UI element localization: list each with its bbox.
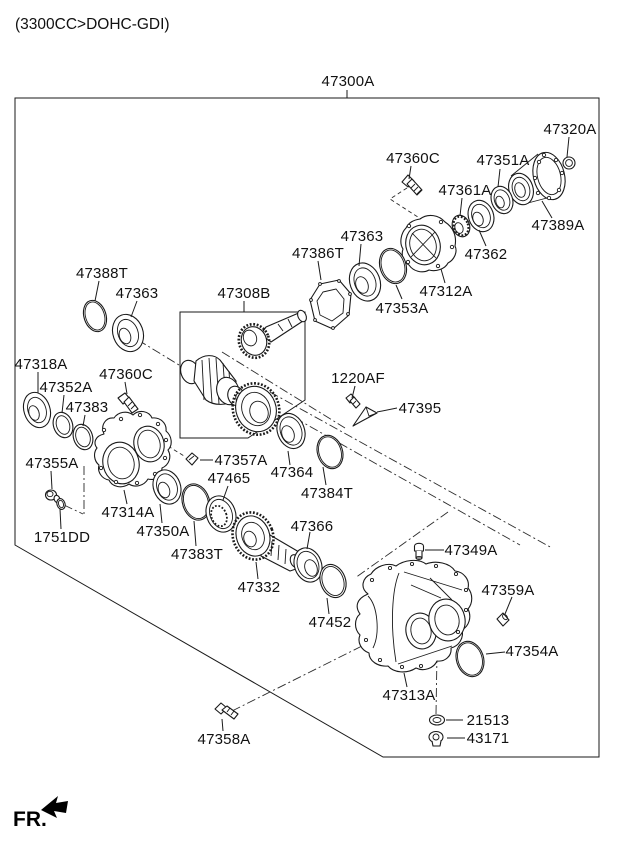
part-label-47383t: 47383T xyxy=(170,546,224,563)
part-label-47320a: 47320A xyxy=(543,121,597,138)
part-bolt-47349a xyxy=(413,542,425,561)
part-label-47354a: 47354A xyxy=(505,643,559,660)
part-label-47465: 47465 xyxy=(207,470,251,487)
part-flange-47389a xyxy=(508,151,566,206)
part-bracket-47395 xyxy=(352,406,378,427)
part-bolt-47360c-right xyxy=(401,174,423,196)
part-label-47384t: 47384T xyxy=(300,485,354,502)
fr-marker-label: FR. xyxy=(13,808,47,831)
part-label-47388t: 47388T xyxy=(75,265,129,282)
part-label-47351a: 47351A xyxy=(476,152,530,169)
part-nut-47320a xyxy=(562,156,576,170)
part-label-47355a: 47355A xyxy=(25,455,79,472)
part-label-47353a: 47353A xyxy=(375,300,429,317)
part-ring-47383 xyxy=(72,423,94,451)
part-label-47383: 47383 xyxy=(65,399,109,416)
part-label-47308b: 47308B xyxy=(217,285,271,302)
part-label-47352a: 47352A xyxy=(39,379,93,396)
part-label-1751dd: 1751DD xyxy=(33,529,91,546)
part-label-47318a: 47318A xyxy=(14,356,68,373)
part-label-47362: 47362 xyxy=(464,246,508,263)
part-gear-47332 xyxy=(231,511,301,572)
part-oring-47388t xyxy=(82,299,108,333)
part-label-47332: 47332 xyxy=(237,579,281,596)
part-ring-47465 xyxy=(205,495,237,533)
part-housing-47312a xyxy=(400,214,457,273)
part-pinion-gear-47308b xyxy=(237,309,307,360)
part-spacer-47361a xyxy=(451,214,471,238)
part-label-47349a: 47349A xyxy=(444,542,498,559)
part-bolt-1220af xyxy=(345,393,361,409)
diagram-title: (3300CC>DOHC-GDI) xyxy=(15,16,170,33)
part-seal-47351a xyxy=(490,185,514,215)
part-label-47300a: 47300A xyxy=(321,73,375,90)
part-ring-47452 xyxy=(319,563,347,599)
part-seal-47318a xyxy=(22,391,52,429)
part-ring-gear-bearing-47308b xyxy=(231,382,281,436)
diagram-border xyxy=(14,97,600,758)
fr-direction-arrow xyxy=(41,796,68,818)
part-label-47357a: 47357A xyxy=(214,452,268,469)
part-label-47359a: 47359A xyxy=(481,582,535,599)
part-label-47395: 47395 xyxy=(398,400,442,417)
part-label-47360c-right: 47360C xyxy=(386,150,440,167)
part-bearing-47366 xyxy=(293,547,323,583)
leader-lines xyxy=(37,90,570,739)
part-bearing-47363-left xyxy=(111,313,145,353)
part-housing-47314a xyxy=(94,410,172,488)
part-oring-47354a xyxy=(455,640,485,678)
part-label-47452: 47452 xyxy=(308,614,352,631)
part-magnet-47357a xyxy=(185,452,199,466)
part-seal-47364 xyxy=(276,412,306,450)
part-bearing-47363-top xyxy=(348,262,382,302)
part-housing-47313a xyxy=(354,559,473,673)
part-bolt-47358a xyxy=(214,702,239,720)
part-bearing-47362 xyxy=(467,199,495,233)
part-washer-1751dd xyxy=(56,498,66,510)
part-oring-47384t xyxy=(316,434,344,470)
part-label-47389a: 47389A xyxy=(531,217,585,234)
part-label-21513: 21513 xyxy=(466,712,510,729)
part-label-47363-left: 47363 xyxy=(115,285,159,302)
part-label-47360c-left: 47360C xyxy=(99,366,153,383)
part-washer-21513 xyxy=(428,714,446,726)
part-label-47314a: 47314A xyxy=(101,504,155,521)
part-label-1220af: 1220AF xyxy=(331,370,385,387)
part-label-47350a: 47350A xyxy=(136,523,190,540)
part-label-47312a: 47312A xyxy=(419,283,473,300)
part-label-47363-top: 47363 xyxy=(340,228,384,245)
part-pin-47359a xyxy=(496,612,510,627)
part-label-47358a: 47358A xyxy=(197,731,251,748)
part-seal-47350a xyxy=(152,469,182,505)
axis-lines xyxy=(63,187,553,715)
part-label-47386t: 47386T xyxy=(291,245,345,262)
part-gasket-47386t xyxy=(309,279,352,330)
part-oring-47383t xyxy=(181,483,211,521)
part-ring-47352a xyxy=(52,411,74,439)
part-label-47361a: 47361A xyxy=(438,182,492,199)
part-oring-47353a xyxy=(378,247,408,285)
part-label-47366: 47366 xyxy=(290,518,334,535)
part-label-43171: 43171 xyxy=(466,730,510,747)
part-label-47364: 47364 xyxy=(270,464,314,481)
subassembly-box-47308b xyxy=(179,311,306,439)
part-plug-43171 xyxy=(428,730,444,747)
part-bolt-47360c-left xyxy=(117,392,139,414)
part-label-47313a: 47313A xyxy=(382,687,436,704)
